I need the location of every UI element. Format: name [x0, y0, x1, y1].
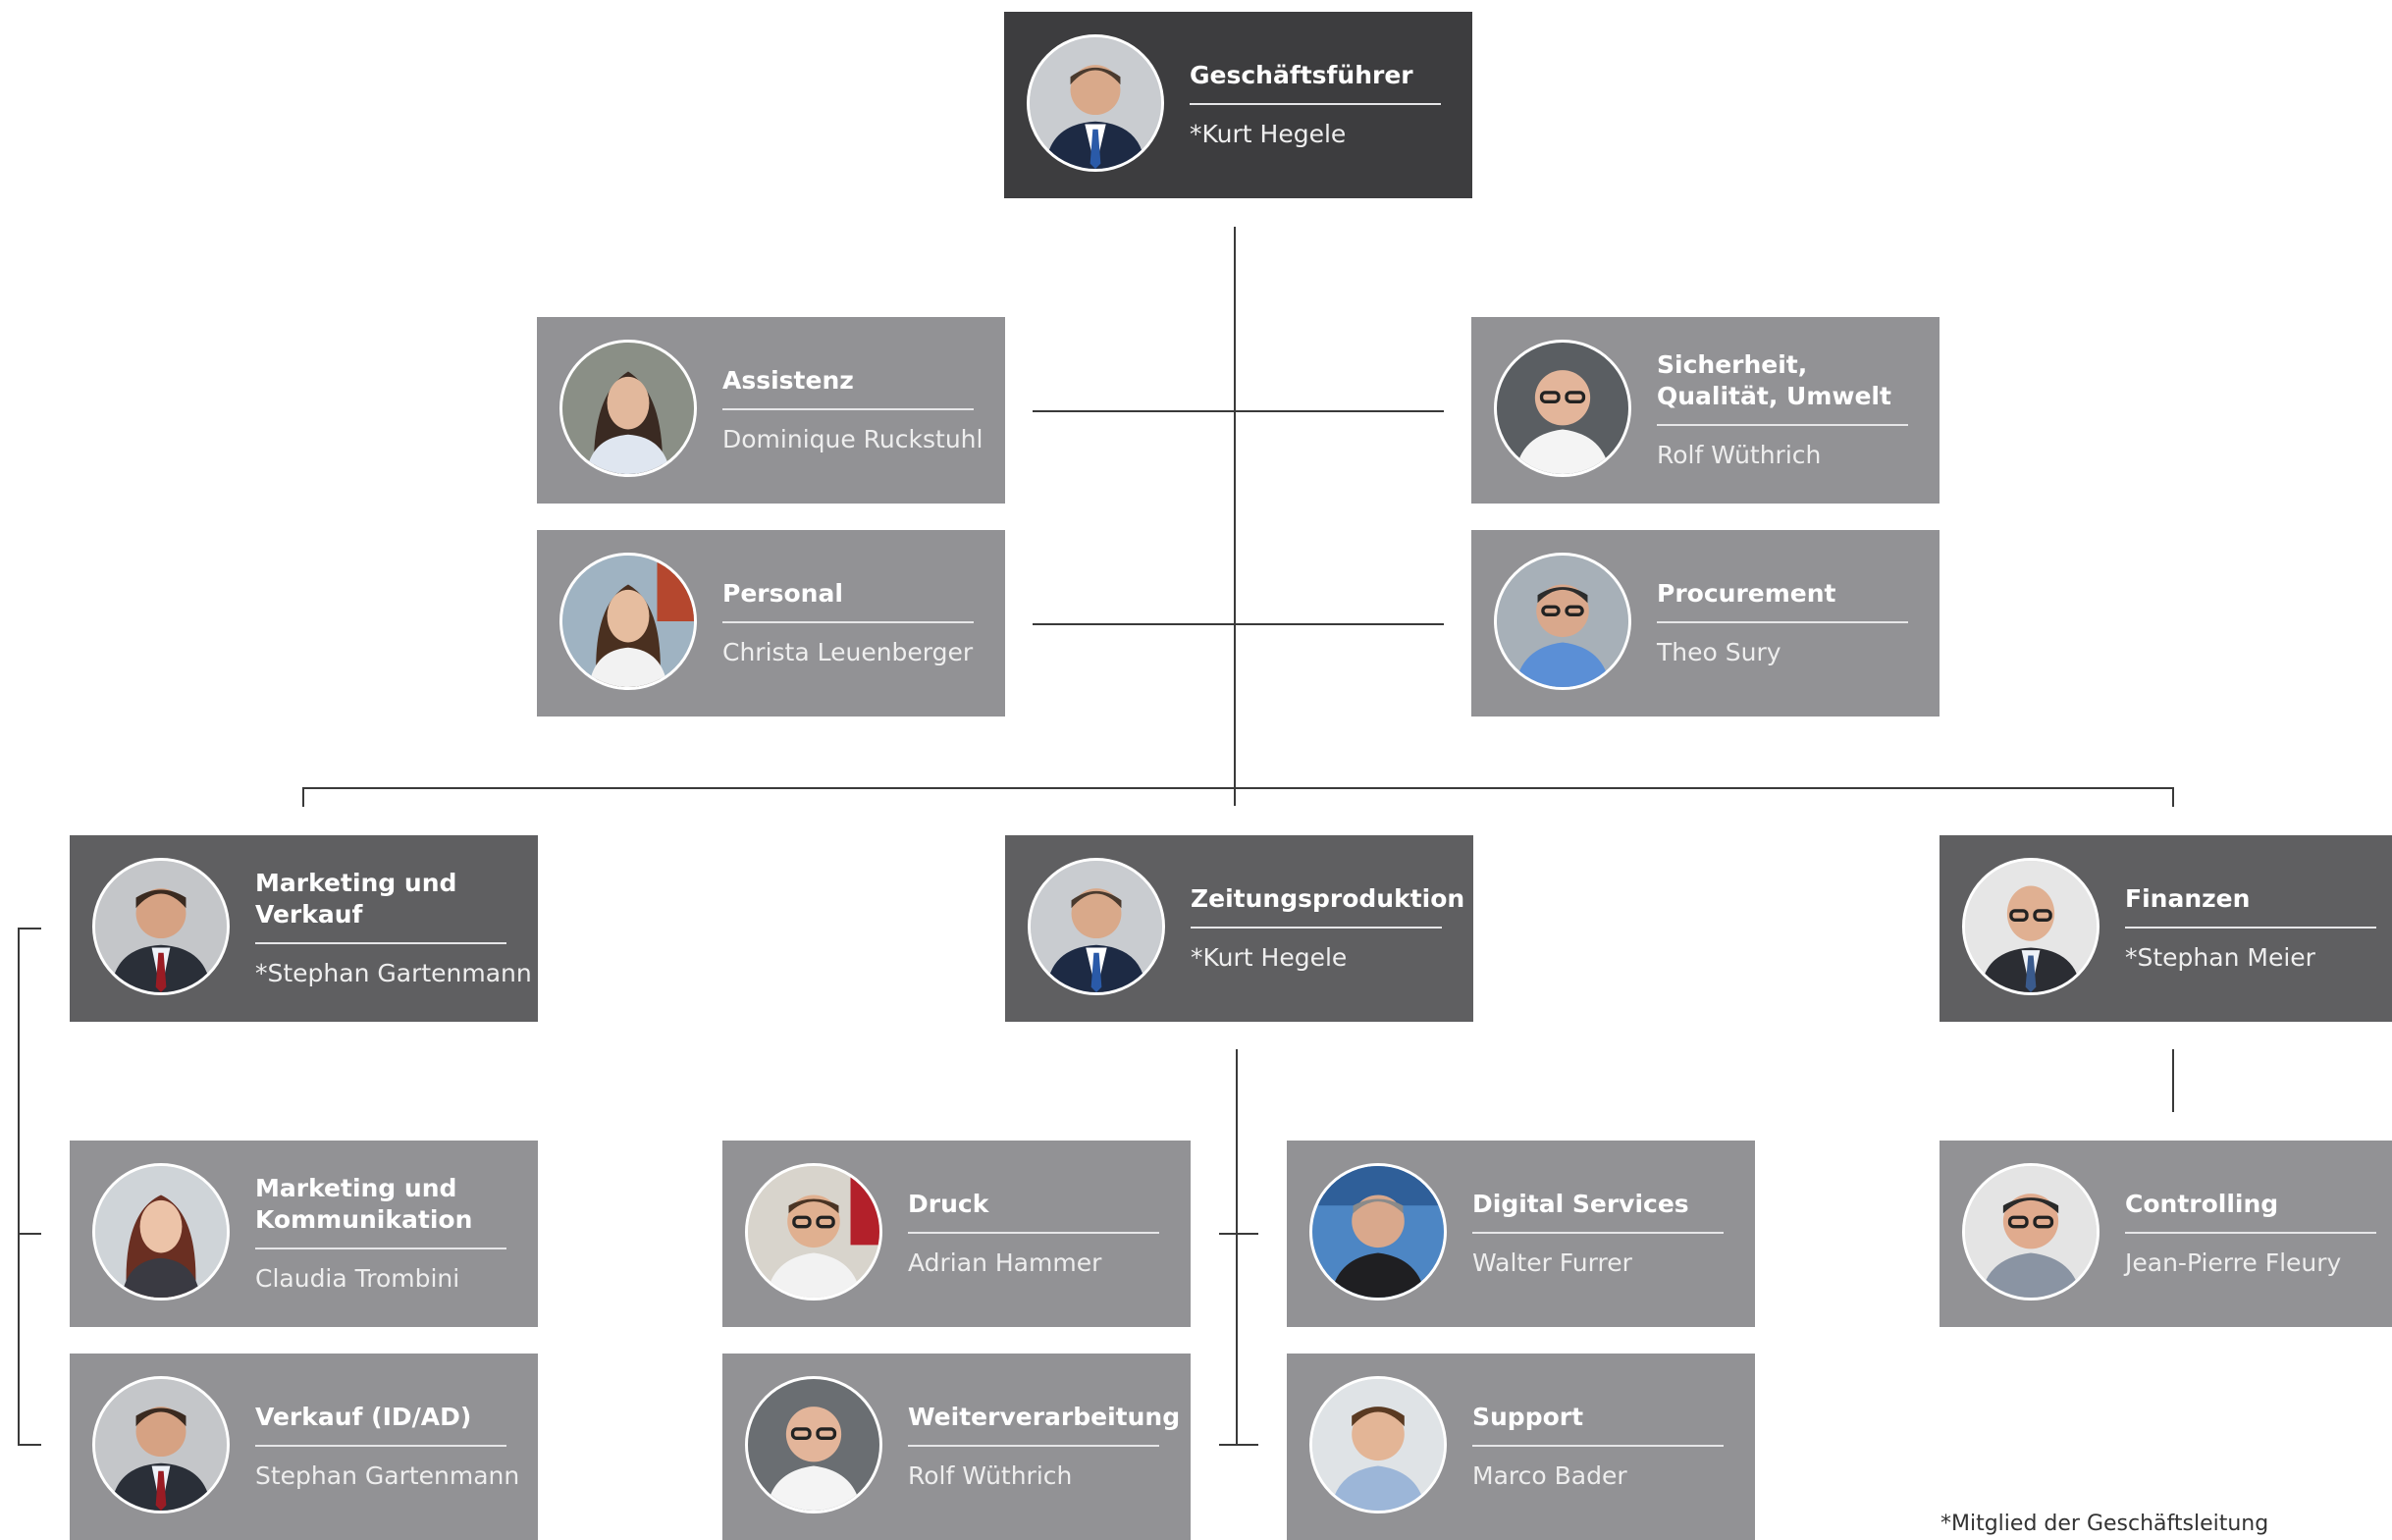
role-label: Controlling	[2125, 1189, 2376, 1234]
avatar	[559, 340, 697, 477]
role-label: Digital Services	[1472, 1189, 1724, 1234]
connector-marketing-tick-mid	[18, 1233, 41, 1235]
role-label: Finanzen	[2125, 883, 2376, 929]
role-label: Sicherheit, Qualität, Umwelt	[1657, 349, 1908, 426]
person-name: *Kurt Hegele	[1191, 943, 1348, 972]
connector-production-trunk	[1236, 1049, 1238, 1446]
person-name: Walter Furrer	[1472, 1248, 1632, 1277]
avatar	[745, 1163, 882, 1301]
org-box-sqe[interactable]: Sicherheit, Qualität, Umwelt Rolf Wüthri…	[1471, 317, 1940, 504]
avatar	[1494, 553, 1631, 690]
connector-staff-row-2	[1033, 623, 1444, 625]
role-label: Druck	[908, 1189, 1159, 1234]
org-box-marketing-verkauf[interactable]: Marketing und Verkauf *Stephan Gartenman…	[70, 835, 538, 1022]
connector-marketing-tick-top	[18, 928, 41, 929]
avatar	[1309, 1376, 1447, 1513]
footnote: *Mitglied der Geschäftsleitung	[1940, 1512, 2269, 1536]
person-name: *Stephan Meier	[2125, 943, 2315, 972]
avatar	[1309, 1163, 1447, 1301]
role-label: Personal	[722, 578, 974, 623]
org-box-zeitungsproduktion[interactable]: Zeitungsproduktion *Kurt Hegele	[1005, 835, 1473, 1022]
org-box-support[interactable]: Support Marco Bader	[1287, 1354, 1755, 1540]
org-box-weiterverarbeitung[interactable]: Weiterverarbeitung Rolf Wüthrich	[722, 1354, 1191, 1540]
connector-marketing-bracket	[18, 928, 20, 1446]
person-name: Stephan Gartenmann	[255, 1461, 520, 1490]
org-box-procurement[interactable]: Procurement Theo Sury	[1471, 530, 1940, 717]
person-name: Christa Leuenberger	[722, 638, 974, 666]
connector-marketing-tick-bottom	[18, 1444, 41, 1446]
person-name: *Stephan Gartenmann	[255, 959, 532, 987]
avatar	[559, 553, 697, 690]
avatar	[92, 858, 230, 995]
org-box-verkauf[interactable]: Verkauf (ID/AD) Stephan Gartenmann	[70, 1354, 538, 1540]
org-box-ceo[interactable]: Geschäftsführer *Kurt Hegele	[1004, 12, 1472, 198]
avatar	[1494, 340, 1631, 477]
avatar	[1027, 34, 1164, 172]
connector-division-left-drop	[302, 787, 304, 807]
role-label: Weiterverarbeitung	[908, 1402, 1180, 1447]
person-name: Marco Bader	[1472, 1461, 1627, 1490]
org-box-controlling[interactable]: Controlling Jean-Pierre Fleury	[1940, 1141, 2392, 1327]
person-name: Claudia Trombini	[255, 1264, 460, 1293]
role-label: Marketing und Verkauf	[255, 868, 506, 944]
avatar	[1962, 858, 2100, 995]
org-box-assistenz[interactable]: Assistenz Dominique Ruckstuhl	[537, 317, 1005, 504]
org-box-digital-services[interactable]: Digital Services Walter Furrer	[1287, 1141, 1755, 1327]
avatar	[1962, 1163, 2100, 1301]
connector-staff-row-1	[1033, 410, 1444, 412]
person-name: Dominique Ruckstuhl	[722, 425, 983, 453]
person-name: Rolf Wüthrich	[908, 1461, 1073, 1490]
org-box-personal[interactable]: Personal Christa Leuenberger	[537, 530, 1005, 717]
connector-production-tick-2	[1219, 1444, 1258, 1446]
connector-production-tick-1	[1219, 1233, 1258, 1235]
person-name: Rolf Wüthrich	[1657, 441, 1822, 469]
avatar	[1028, 858, 1165, 995]
person-name: Adrian Hammer	[908, 1248, 1102, 1277]
role-label: Zeitungsproduktion	[1191, 883, 1464, 929]
org-box-druck[interactable]: Druck Adrian Hammer	[722, 1141, 1191, 1327]
role-label: Marketing und Kommunikation	[255, 1173, 506, 1249]
role-label: Procurement	[1657, 578, 1908, 623]
role-label: Geschäftsführer	[1190, 60, 1441, 105]
connector-division-right-drop	[2172, 787, 2174, 807]
person-name: *Kurt Hegele	[1190, 120, 1347, 148]
person-name: Theo Sury	[1657, 638, 1781, 666]
role-label: Support	[1472, 1402, 1724, 1447]
role-label: Verkauf (ID/AD)	[255, 1402, 506, 1447]
avatar	[92, 1376, 230, 1513]
connector-ceo-trunk	[1234, 227, 1236, 806]
person-name: Jean-Pierre Fleury	[2125, 1248, 2342, 1277]
connector-division-bar	[302, 787, 2174, 789]
org-box-marketing-kommunikation[interactable]: Marketing und Kommunikation Claudia Trom…	[70, 1141, 538, 1327]
avatar	[92, 1163, 230, 1301]
role-label: Assistenz	[722, 365, 974, 410]
connector-finance-drop	[2172, 1049, 2174, 1112]
avatar	[745, 1376, 882, 1513]
org-box-finanzen[interactable]: Finanzen *Stephan Meier	[1940, 835, 2392, 1022]
